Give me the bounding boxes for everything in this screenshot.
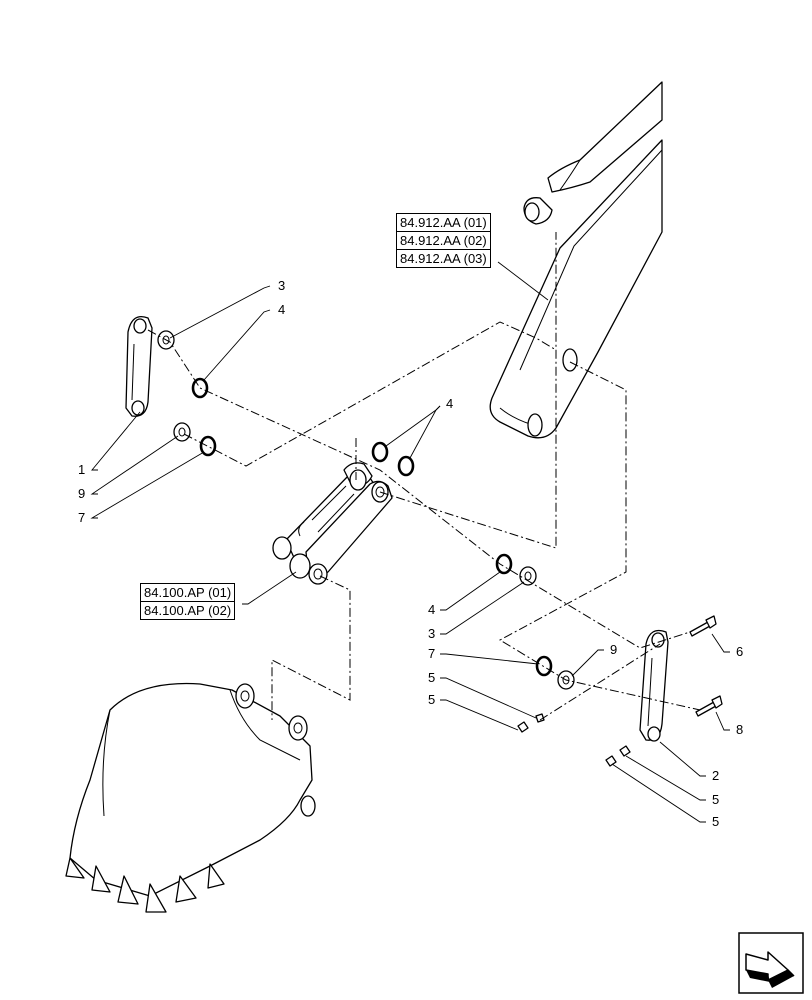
callout-7: 7 xyxy=(78,510,85,525)
callout-5: 5 xyxy=(428,670,435,685)
reference-box-link: 84.100.AP (01) 84.100.AP (02) xyxy=(140,583,236,620)
reference-link[interactable]: 84.912.AA (03) xyxy=(397,249,490,267)
callout-2: 2 xyxy=(712,768,719,783)
assembly-centerlines xyxy=(147,232,701,721)
arrow-icon[interactable] xyxy=(738,932,804,994)
callout-5: 5 xyxy=(712,792,719,807)
link-assembly xyxy=(272,462,393,585)
callout-7: 7 xyxy=(428,646,435,661)
callout-leaders xyxy=(90,261,730,823)
callout-4: 4 xyxy=(446,396,453,411)
bucket xyxy=(65,682,316,913)
callout-9: 9 xyxy=(78,486,85,501)
callout-9: 9 xyxy=(610,642,617,657)
callout-numbers: 3 4 1 9 7 4 4 3 7 5 5 9 6 8 2 5 5 xyxy=(78,278,743,829)
reference-link[interactable]: 84.912.AA (01) xyxy=(400,215,487,230)
link-plate-right xyxy=(639,629,669,742)
reference-link[interactable]: 84.100.AP (02) xyxy=(141,601,235,619)
callout-5: 5 xyxy=(428,692,435,707)
reference-link[interactable]: 84.912.AA (02) xyxy=(397,231,490,249)
callout-8: 8 xyxy=(736,722,743,737)
callout-4: 4 xyxy=(428,602,435,617)
callout-5: 5 xyxy=(712,814,719,829)
dipper-arm xyxy=(489,81,663,439)
reference-box-boom: 84.912.AA (01) 84.912.AA (02) 84.912.AA … xyxy=(396,213,491,268)
callout-4: 4 xyxy=(278,302,285,317)
link-plate-left xyxy=(125,315,153,417)
callout-1: 1 xyxy=(78,462,85,477)
reference-link[interactable]: 84.100.AP (01) xyxy=(144,585,232,600)
o-rings xyxy=(191,377,553,677)
fasteners xyxy=(517,615,723,767)
callout-3: 3 xyxy=(428,626,435,641)
callout-6: 6 xyxy=(736,644,743,659)
callout-3: 3 xyxy=(278,278,285,293)
